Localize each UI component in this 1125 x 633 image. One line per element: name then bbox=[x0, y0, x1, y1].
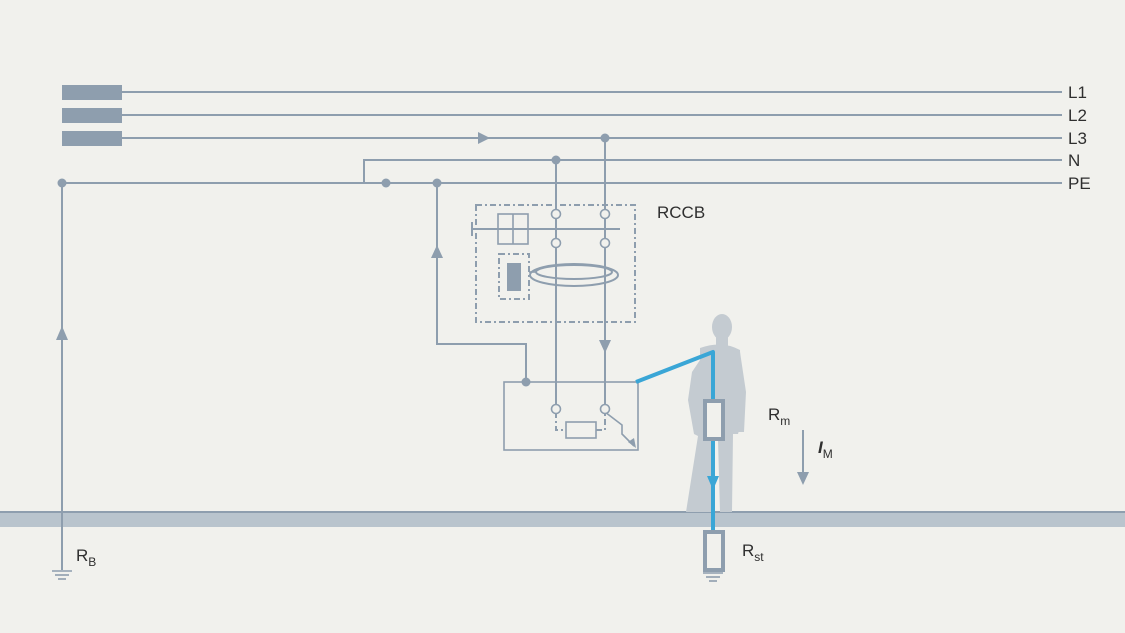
insulation-fault-arrow bbox=[628, 438, 636, 448]
pe-current-arrow bbox=[431, 245, 443, 258]
rccb-toroid-inner bbox=[535, 264, 613, 280]
appliance-internal-circuit bbox=[555, 412, 566, 431]
junction-pe-1 bbox=[381, 178, 391, 188]
resistor-rm bbox=[703, 399, 725, 441]
junction-pe-left bbox=[57, 178, 67, 188]
earth-band bbox=[0, 512, 1125, 527]
label-rst: Rst bbox=[742, 541, 764, 564]
fault-current-path bbox=[635, 350, 715, 570]
label-l2: L2 bbox=[1068, 106, 1087, 125]
label-n: N bbox=[1068, 151, 1080, 170]
rccb-contact-l-top bbox=[599, 208, 611, 220]
rb-current-arrow bbox=[56, 326, 68, 340]
label-pe: PE bbox=[1068, 174, 1091, 193]
appliance-contact-l bbox=[599, 403, 611, 415]
appliance-contact-n bbox=[550, 403, 562, 415]
label-rm: Rm bbox=[768, 405, 790, 428]
conductor-n bbox=[363, 159, 1062, 183]
ground-symbol-icon bbox=[703, 572, 723, 582]
im-current-arrow-head bbox=[797, 472, 809, 485]
appliance-pe-junction bbox=[521, 377, 531, 387]
appliance-load bbox=[565, 421, 597, 439]
appliance-housing bbox=[503, 381, 639, 451]
ground-symbol-icon bbox=[52, 570, 72, 580]
label-rccb: RCCB bbox=[657, 203, 705, 222]
label-rb: RB bbox=[76, 546, 96, 569]
rccb-housing bbox=[475, 204, 636, 323]
rccb-contact-n-top bbox=[550, 208, 562, 220]
resistor-rst bbox=[703, 530, 725, 572]
pe-drop-line bbox=[436, 183, 527, 382]
transformer-winding-icon bbox=[62, 85, 122, 146]
rccb-contact-n-bottom bbox=[550, 237, 562, 249]
insulation-fault-symbol bbox=[604, 411, 635, 447]
l3-current-arrow bbox=[478, 132, 490, 144]
appliance-internal-circuit-right bbox=[596, 412, 606, 431]
fault-path-arrow bbox=[707, 476, 719, 490]
rccb-trip-relay bbox=[498, 253, 530, 300]
phase-current-arrow bbox=[599, 340, 611, 353]
rccb-contact-l-bottom bbox=[599, 237, 611, 249]
label-l3: L3 bbox=[1068, 129, 1087, 148]
label-l1: L1 bbox=[1068, 83, 1087, 102]
label-im: IM bbox=[818, 438, 833, 461]
rccb-relay-core bbox=[507, 263, 521, 291]
